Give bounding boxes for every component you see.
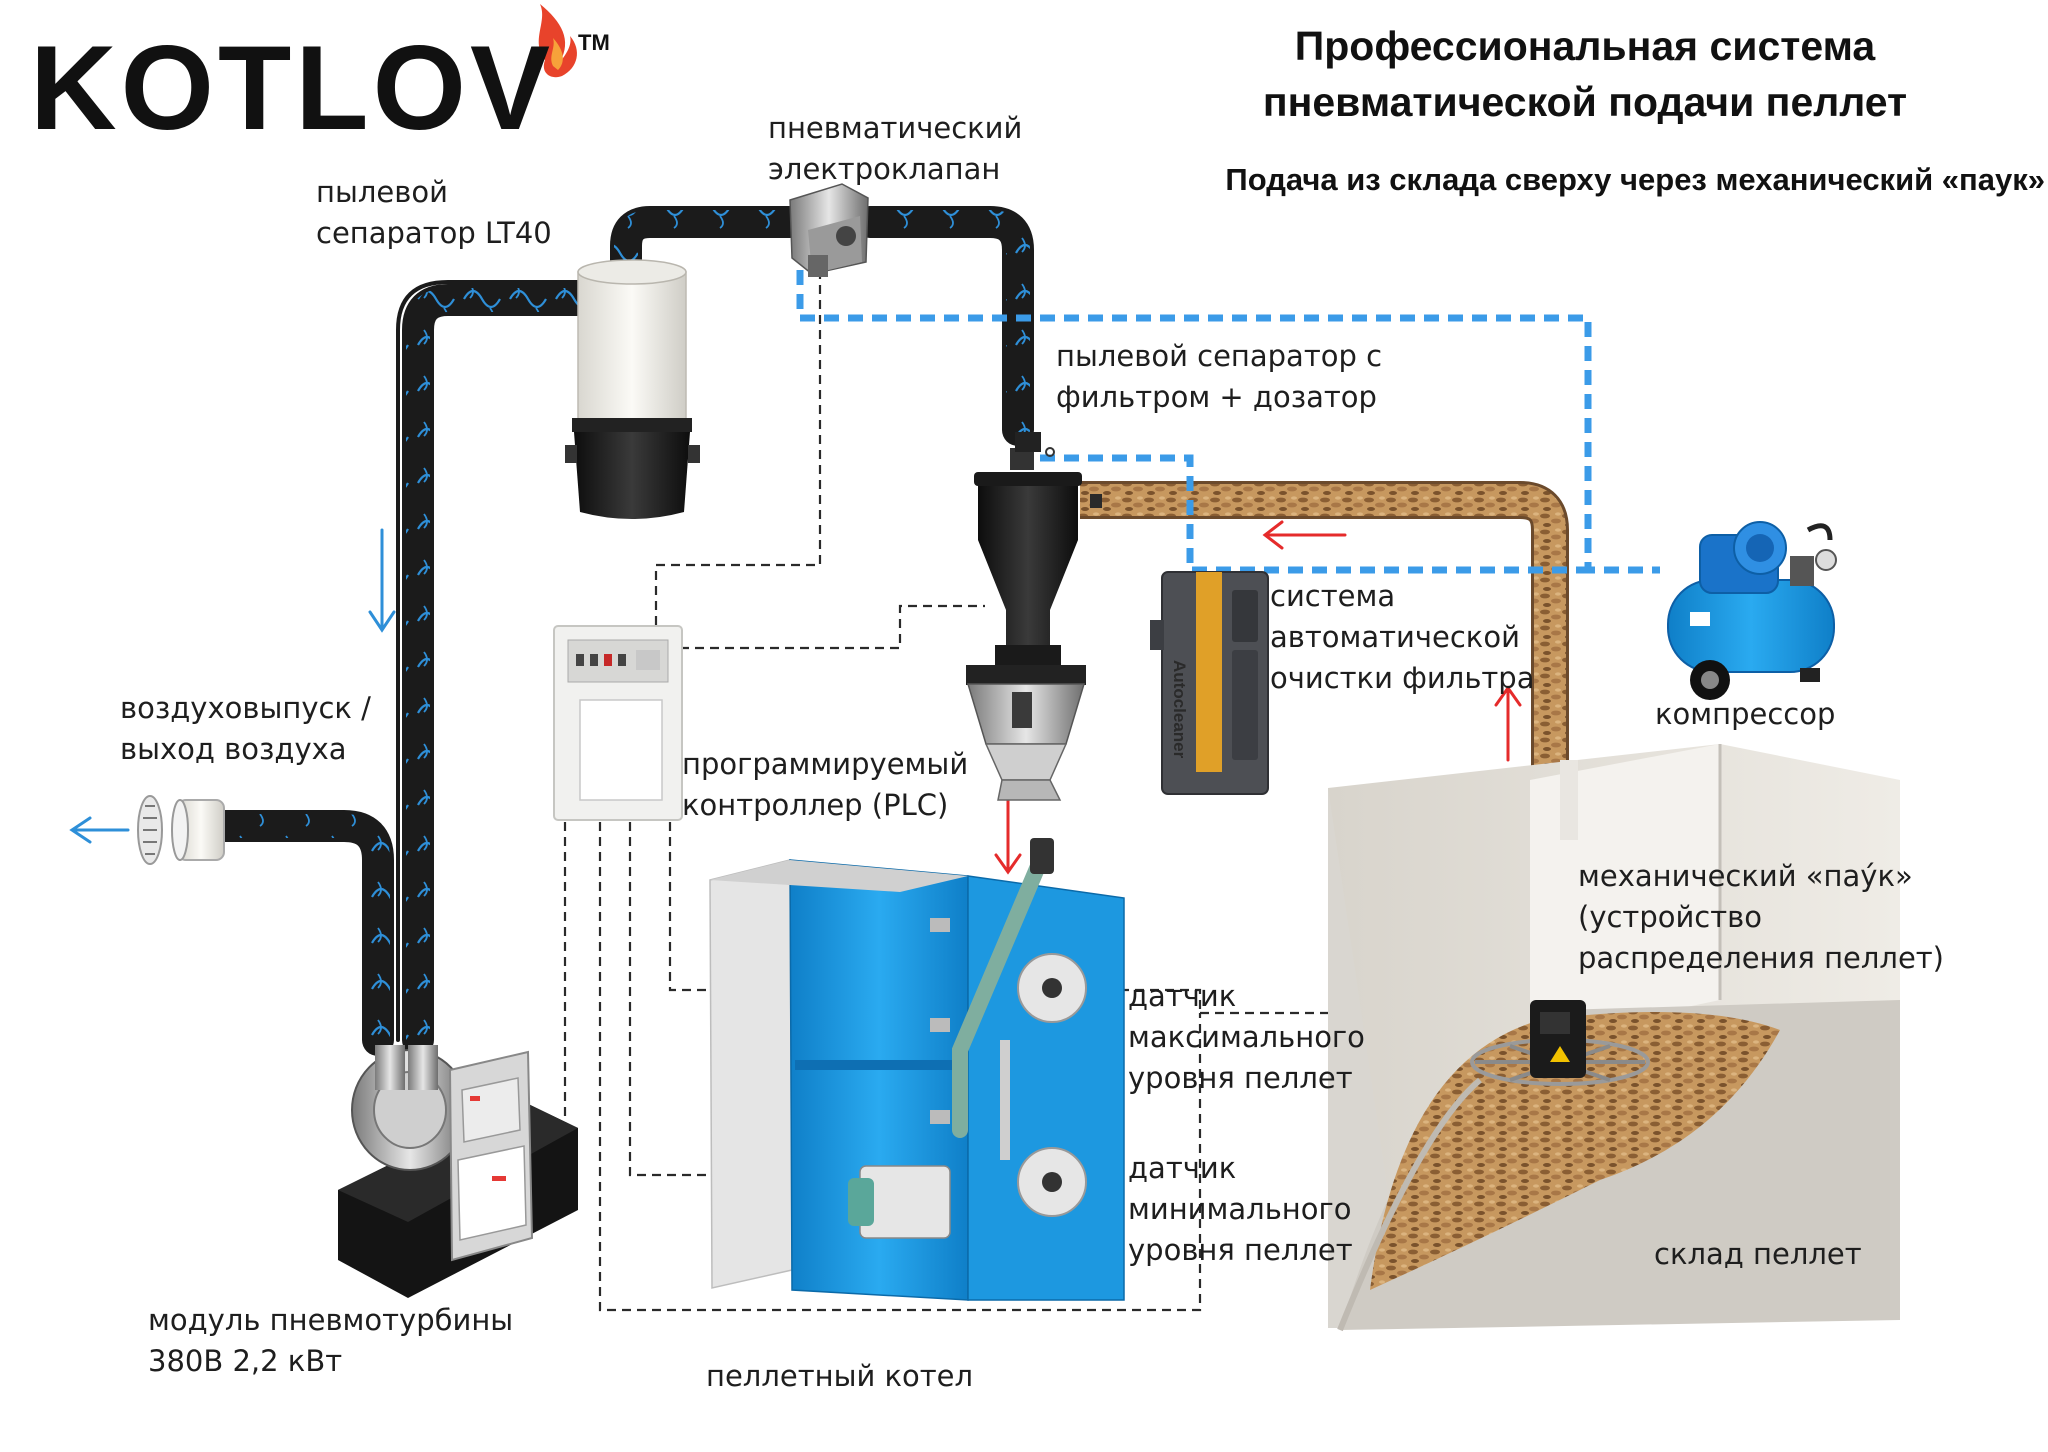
label-spider: механический «пау́к» (устройство распред… [1578,859,1944,975]
vacuum-pipes [209,206,1034,1056]
pellet-pipe [1080,481,1569,1000]
label-separator-filter: пылевой сепаратор с фильтром + дозатор [1056,339,1383,414]
mechanical-spider [1470,1000,1650,1086]
label-storage: склад пеллет [1654,1237,1862,1271]
air-outlet-device [137,795,225,865]
dust-separator-lt40 [565,259,700,519]
flow-arrows [69,520,1522,875]
pellet-storage [1328,744,1900,1332]
turbine-module [338,1045,578,1298]
label-boiler: пеллетный котел [706,1359,974,1393]
brand-logo: KOTLOV [30,21,554,155]
autocleaner-brand-text: Autocleaner [1170,660,1189,759]
trademark-mark: TM [578,30,610,55]
flame-icon [538,4,577,78]
diagram-subtitle: Подача из склада сверху через механическ… [1225,162,2045,197]
plc-controller [553,625,683,821]
pellet-boiler [709,838,1125,1301]
title-line-1: Профессиональная система [1294,23,1876,69]
label-valve: пневматический электроклапан [768,111,1023,186]
diagram-title: Профессиональная система пневматической … [1135,18,2035,130]
label-air-outlet: воздуховыпуск / выход воздуха [120,691,371,766]
label-turbine: модуль пневмотурбины 380В 2,2 кВт [148,1303,514,1378]
label-separator-lt40: пылевой сепаратор LT40 [316,175,552,250]
title-line-2: пневматической подачи пеллет [1262,79,1908,125]
label-sensor-min: датчик минимального уровня пеллет [1128,1151,1353,1267]
compressed-air-lines [796,270,1660,574]
label-plc: программируемый контроллер (PLC) [682,747,969,822]
pneumatic-valve [789,183,869,277]
compressor-unit [1667,521,1837,700]
control-cables [548,270,1330,1312]
label-compressor: компрессор [1655,697,1836,731]
label-sensor-max: датчик максимального уровня пеллет [1128,979,1365,1095]
label-autocleaner: система автоматической очистки фильтра [1270,579,1535,695]
autocleaner-unit [1150,571,1269,795]
cyclone-separator [966,432,1102,801]
